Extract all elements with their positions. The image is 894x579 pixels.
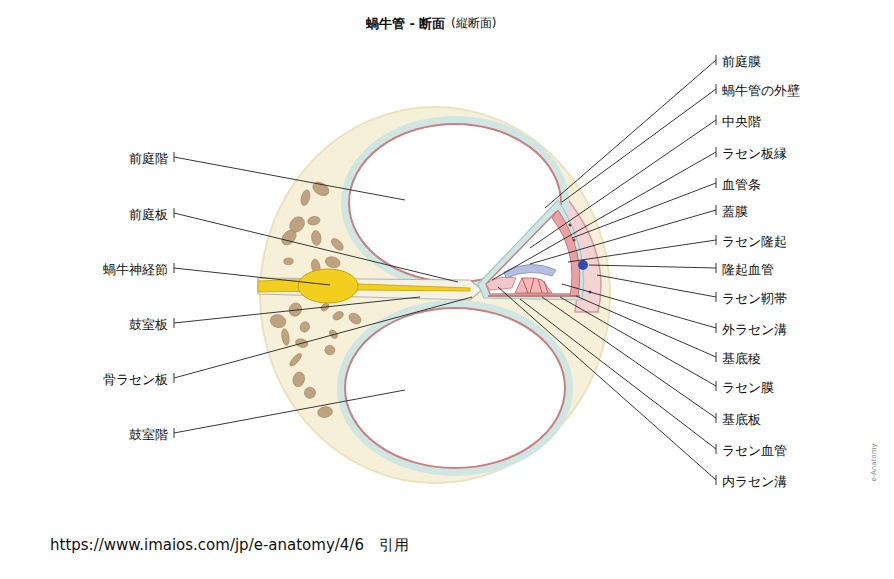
label-wrap: 隆起血管 (722, 259, 774, 278)
label-wrap: 蝸牛管の外壁 (722, 80, 800, 99)
bony-spiral-lamina (258, 278, 482, 300)
part-label: 外ラセン溝 (722, 322, 787, 337)
basilar-membrane (488, 295, 580, 297)
bone-cavity (269, 313, 288, 329)
label-wrap: 中央階 (722, 111, 761, 130)
bone-cavity (291, 371, 306, 388)
part-label: 基底稜 (722, 351, 761, 366)
part-label: 蝸牛管の外壁 (722, 83, 800, 98)
part-label: 隆起血管 (722, 262, 774, 277)
caption-wrap: https://www.imaios.com/jp/e-anatomy/4/6 … (50, 535, 409, 554)
vas-prominens (578, 260, 588, 270)
label-wrap: ラセン膜 (722, 377, 774, 396)
bone-cavity (310, 179, 331, 198)
part-label: 骨ラセン板 (103, 372, 168, 387)
part-label: ラセン靭帯 (722, 291, 787, 306)
vessel-dot (573, 239, 576, 242)
part-label: 中央階 (722, 114, 761, 129)
bone-cavity (307, 215, 321, 226)
part-label: 前庭膜 (722, 54, 761, 69)
label-wrap: ラセン隆起 (722, 231, 787, 250)
part-label: 内ラセン溝 (722, 474, 787, 489)
scala-tympani-wall (337, 300, 573, 476)
label-wrap: 鼓室板 (129, 314, 168, 333)
part-label: ラセン膜 (722, 380, 774, 395)
label-wrap: 骨ラセン板 (103, 369, 168, 388)
part-label: 血管条 (722, 177, 761, 192)
part-label: 蝸牛神経節 (103, 262, 168, 277)
leader-lines (174, 55, 716, 485)
part-label: 鼓室板 (129, 317, 168, 332)
spiral-ganglion (298, 269, 358, 303)
label-wrap: 前庭板 (129, 204, 168, 223)
label-wrap: 外ラセン溝 (722, 319, 787, 338)
bone-cavity (287, 214, 308, 235)
part-label: 前庭階 (129, 151, 168, 166)
part-label: ラセン板縁 (722, 146, 787, 161)
tectorial-membrane (504, 264, 556, 278)
scala-tympani (345, 308, 565, 468)
part-label: 前庭板 (129, 207, 168, 222)
part-label: ラセン血管 (722, 443, 787, 458)
label-wrap: 前庭階 (129, 148, 168, 167)
watermark: e-Anatomy (870, 443, 878, 481)
label-wrap: e-Anatomy (861, 443, 880, 481)
subtitle: (縦断面) (451, 16, 496, 30)
title-wrap: 蝸牛管 - 断面 (366, 13, 445, 32)
bone-cavity (311, 230, 322, 246)
label-wrap: ラセン靭帯 (722, 288, 787, 307)
bone-cavity (299, 189, 311, 207)
part-label: 鼓室階 (129, 427, 168, 442)
cochlear-nerve (258, 280, 470, 292)
part-label: 基底板 (722, 412, 761, 427)
diagram-title: 蝸牛管 - 断面 (366, 16, 445, 31)
label-wrap: ラセン血管 (722, 440, 787, 459)
organ-of-corti (515, 278, 552, 293)
label-wrap: 血管条 (722, 174, 761, 193)
part-label: ラセン隆起 (722, 234, 787, 249)
label-wrap: 鼓室階 (129, 424, 168, 443)
bone-cavity (347, 311, 363, 326)
label-wrap: 基底板 (722, 409, 761, 428)
bone-cavity (281, 328, 291, 346)
bone-cavity (317, 406, 333, 419)
label-wrap: 内ラセン溝 (722, 471, 787, 490)
bone-cavity (328, 328, 339, 340)
label-wrap: 蝸牛神経節 (103, 259, 168, 278)
source-caption: https://www.imaios.com/jp/e-anatomy/4/6 … (50, 536, 409, 554)
vessel-dot (569, 224, 572, 227)
cochlear-duct-wall (478, 200, 584, 300)
label-wrap: ラセン板縁 (722, 143, 787, 162)
spiral-limbus (486, 277, 516, 290)
bone-cavity (284, 258, 294, 265)
hair-cells (522, 278, 548, 293)
label-wrap: 基底稜 (722, 348, 761, 367)
bone-cavity (299, 321, 311, 334)
label-wrap: (縦断面) (451, 12, 496, 31)
bone-cavity (332, 310, 345, 322)
label-wrap: 蓋膜 (722, 201, 748, 220)
part-label: 蓋膜 (722, 204, 748, 219)
bone-cavity (329, 236, 345, 252)
bone-cavity (324, 255, 341, 269)
label-wrap: 前庭膜 (722, 51, 761, 70)
bone-cavity (288, 352, 303, 368)
bone-cavity (302, 385, 318, 401)
bone-cavity (324, 345, 335, 356)
